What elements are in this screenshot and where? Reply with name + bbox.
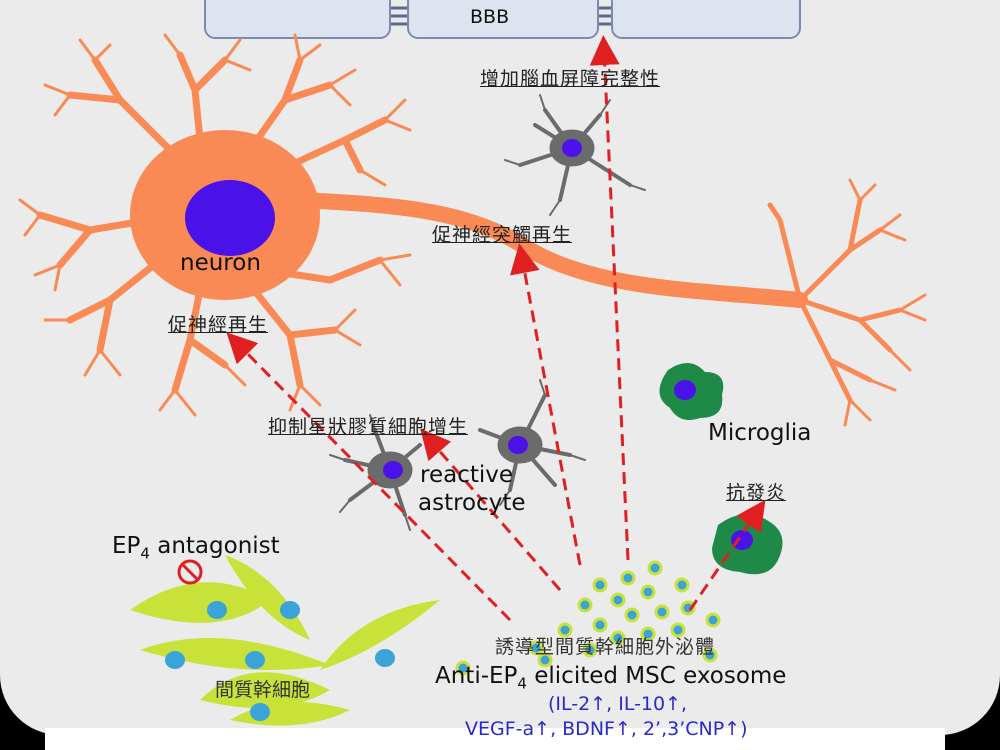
ep4-antagonist-label: EP4 antagonist <box>112 533 280 563</box>
reactive-astrocyte-label-2: astrocyte <box>418 490 526 516</box>
reactive-astrocyte-label-1: reactive <box>420 462 514 488</box>
astrocyte-top-nucleus <box>562 139 582 157</box>
effect-inhibit-astrocyte: 抑制星狀膠質細胞增生 <box>268 416 469 438</box>
microglia-2 <box>712 514 783 575</box>
no-symbol-icon <box>177 559 203 585</box>
reactive-astrocyte-2 <box>329 414 422 531</box>
effect-bbb-integrity: 增加腦血屏障完整性 <box>480 68 661 90</box>
bbb-label: BBB <box>470 6 510 28</box>
effect-arrows <box>226 35 766 622</box>
exosome-cluster <box>455 560 721 676</box>
microglia-label: Microglia <box>708 420 812 446</box>
exosome-label-zh: 誘導型間質幹細胞外泌體 <box>495 636 716 658</box>
effect-synapse-regen: 促神經突觸再生 <box>432 224 573 246</box>
microglia-1 <box>659 362 724 421</box>
msc-label: 間質幹細胞 <box>215 679 311 701</box>
neuron-nucleus <box>185 180 275 256</box>
reactive-astrocyte-2-nucleus <box>383 461 403 479</box>
cytokines-line-2: VEGF-a↑, BDNF↑, 2’,3’CNP↑) <box>465 718 748 740</box>
bbb-barrier <box>204 0 801 39</box>
cytokines-line-1: (IL-2↑, IL-10↑, <box>548 693 688 715</box>
effect-anti-inflammation: 抗發炎 <box>726 482 787 504</box>
exosome-label-en: Anti-EP4 elicited MSC exosome <box>435 663 787 693</box>
effect-nerve-regen: 促神經再生 <box>168 314 269 336</box>
reactive-astrocyte-1-nucleus <box>508 436 528 454</box>
bottom-strip <box>45 728 945 750</box>
msc-nuclei <box>165 601 395 721</box>
neuron-label: neuron <box>180 250 261 276</box>
